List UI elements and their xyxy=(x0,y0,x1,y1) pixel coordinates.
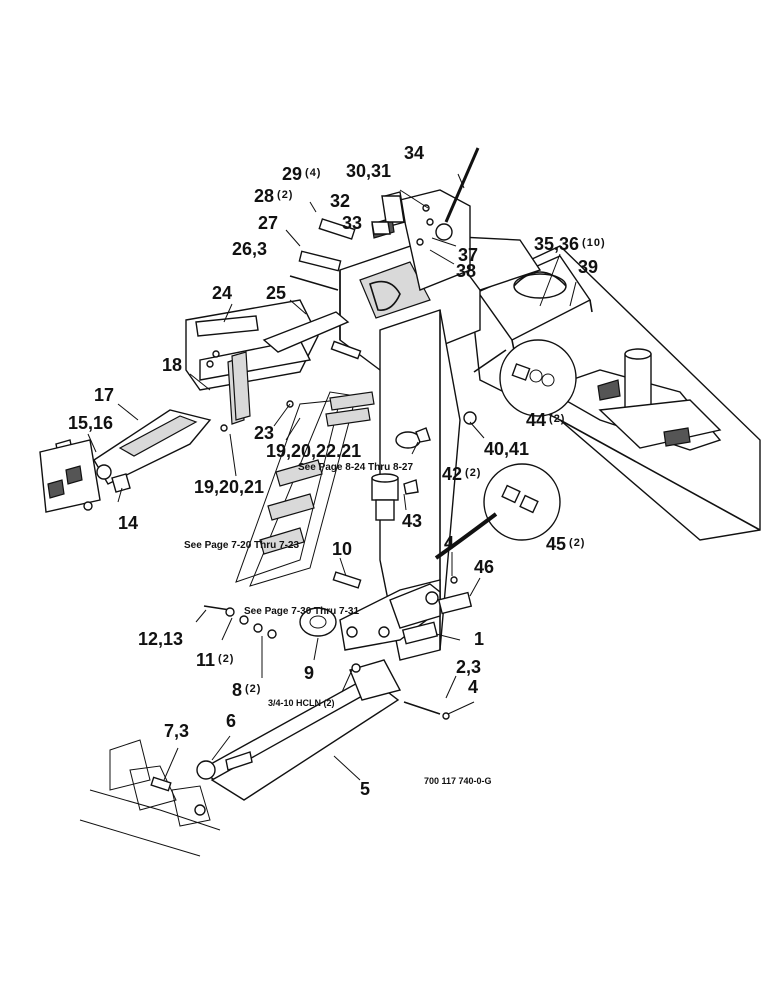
callout-34: 34 xyxy=(404,143,425,163)
callout-29: 29(4) xyxy=(282,164,322,184)
detail-circle-45 xyxy=(434,463,561,560)
callout-7-3: 7,3 xyxy=(164,721,190,741)
leader-lines xyxy=(87,173,577,781)
callout-43: 43 xyxy=(402,511,423,531)
callout-18: 18 xyxy=(162,355,183,375)
callout-32: 32 xyxy=(330,191,351,211)
pins-and-bushings xyxy=(150,218,473,792)
callout-26-3: 26,3 xyxy=(232,239,268,259)
callout-14: 14 xyxy=(118,513,139,533)
swivel-post xyxy=(597,348,722,449)
callout-4-lower: 4 xyxy=(468,677,479,697)
callout-23: 23 xyxy=(254,423,275,443)
callout-6: 6 xyxy=(226,711,237,731)
callout-5: 5 xyxy=(360,779,371,799)
lower-drawbar xyxy=(196,659,402,801)
figure-number: 700 117 740-0-G xyxy=(424,776,492,786)
note-hardware-spec: 3/4-10 HCLN (2) xyxy=(268,698,335,708)
callout-11: 11(2) xyxy=(196,650,235,670)
callout-24: 24 xyxy=(212,283,233,303)
callout-10: 10 xyxy=(332,539,353,559)
lower-left-frame xyxy=(79,739,221,857)
callout-12-13: 12,13 xyxy=(138,629,184,649)
callout-44: 44(2) xyxy=(526,410,566,430)
callout-19-20-21: 19,20,21 xyxy=(194,477,265,497)
callout-19-20-22-21: 19,20,22.21 xyxy=(266,441,362,461)
callout-30-31: 30,31 xyxy=(346,161,392,181)
callout-40-41: 40,41 xyxy=(484,439,530,459)
callout-1: 1 xyxy=(474,629,485,649)
threaded-rod xyxy=(426,147,480,241)
detail-circle-44 xyxy=(473,339,577,417)
callout-38: 38 xyxy=(456,261,477,281)
note-see-page-8-24: See Page 8-24 Thru 8-27 xyxy=(298,462,414,473)
callout-25: 25 xyxy=(266,283,287,303)
left-arm-assembly xyxy=(55,299,350,493)
callout-8: 8(2) xyxy=(232,680,262,700)
callout-39: 39 xyxy=(578,257,599,277)
callout-46: 46 xyxy=(474,557,495,577)
callout-42: 42(2) xyxy=(442,464,482,484)
lower-pivot-bracket xyxy=(299,579,441,651)
bracket-32-33 xyxy=(371,195,405,235)
callout-17: 17 xyxy=(94,385,115,405)
note-see-page-7-30: See Page 7-30 Thru 7-31 xyxy=(244,606,360,617)
cutter-guides xyxy=(235,391,375,587)
callout-35-36: 35,36(10) xyxy=(534,234,606,254)
cylinder-coupler xyxy=(371,427,431,521)
callout-27: 27 xyxy=(258,213,279,233)
left-end-bracket xyxy=(39,439,101,513)
small-hardware xyxy=(206,204,477,584)
callout-9: 9 xyxy=(304,663,315,683)
callout-45: 45(2) xyxy=(546,534,586,554)
note-see-page-7-20: See Page 7-20 Thru 7-23 xyxy=(184,540,300,551)
callout-37: 37 xyxy=(458,245,479,265)
callout-4-upper: 4 xyxy=(444,533,455,553)
callout-28: 28(2) xyxy=(254,186,294,206)
callout-33: 33 xyxy=(342,213,363,233)
callout-15-16: 15,16 xyxy=(68,413,114,433)
callout-2-3: 2,3 xyxy=(456,657,482,677)
